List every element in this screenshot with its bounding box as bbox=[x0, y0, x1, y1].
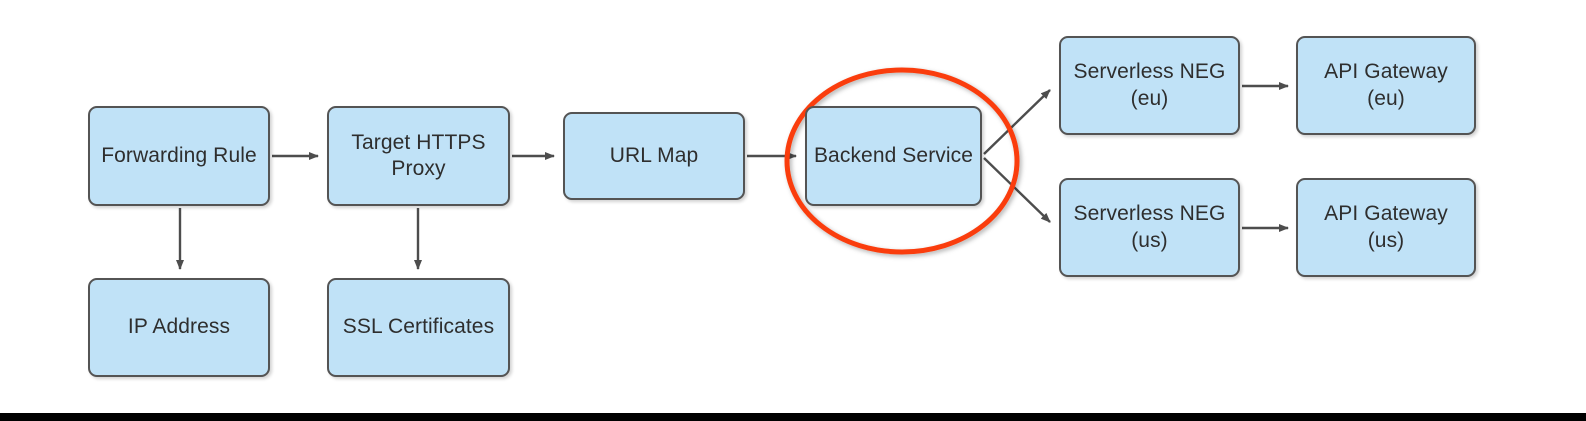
node-api-gateway-eu[interactable]: API Gateway (eu) bbox=[1296, 36, 1476, 135]
edge-backend-service-to-neg-us bbox=[983, 157, 1051, 223]
node-label: Serverless NEG (eu) bbox=[1073, 60, 1226, 110]
node-label: Backend Service bbox=[813, 143, 974, 167]
node-ssl-certificates[interactable]: SSL Certificates bbox=[327, 278, 510, 377]
node-serverless-neg-eu[interactable]: Serverless NEG (eu) bbox=[1059, 36, 1240, 135]
node-api-gateway-us[interactable]: API Gateway (us) bbox=[1296, 178, 1476, 277]
node-label: Target HTTPS Proxy bbox=[351, 130, 486, 180]
node-backend-service[interactable]: Backend Service bbox=[805, 106, 982, 206]
node-url-map[interactable]: URL Map bbox=[563, 112, 745, 200]
bottom-frame-band bbox=[0, 413, 1586, 421]
node-label: SSL Certificates bbox=[342, 315, 495, 339]
node-label: IP Address bbox=[127, 315, 231, 339]
node-target-https-proxy[interactable]: Target HTTPS Proxy bbox=[327, 106, 510, 206]
node-label: URL Map bbox=[609, 143, 699, 167]
node-label: API Gateway (us) bbox=[1324, 202, 1448, 252]
node-ip-address[interactable]: IP Address bbox=[88, 278, 270, 377]
node-label: Serverless NEG (us) bbox=[1073, 202, 1226, 252]
node-label: Forwarding Rule bbox=[101, 143, 257, 167]
edge-backend-service-to-neg-eu bbox=[983, 89, 1051, 155]
node-label: API Gateway (eu) bbox=[1324, 60, 1448, 110]
node-forwarding-rule[interactable]: Forwarding Rule bbox=[88, 106, 270, 206]
node-serverless-neg-us[interactable]: Serverless NEG (us) bbox=[1059, 178, 1240, 277]
